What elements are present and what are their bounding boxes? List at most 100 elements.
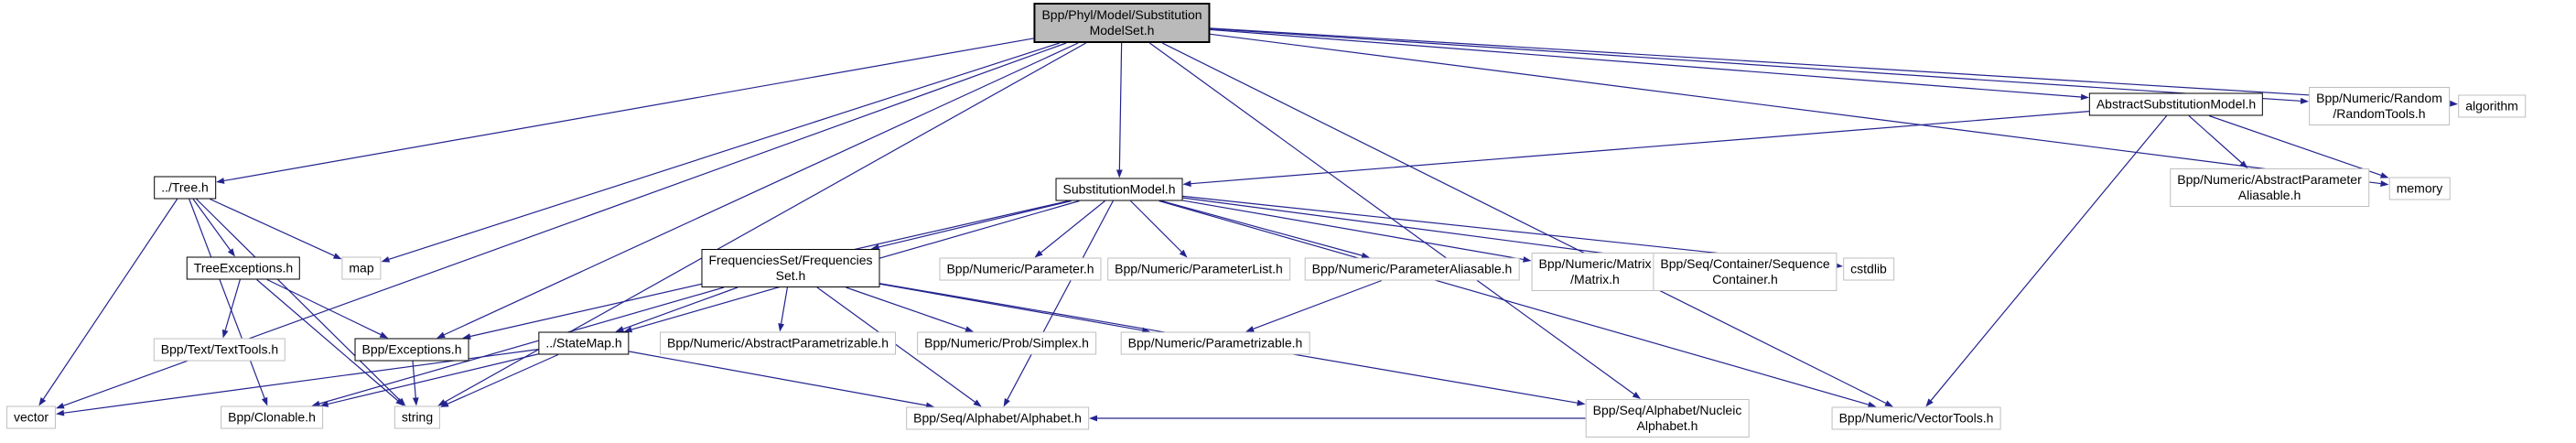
arrowhead-modelset-to-tree	[216, 178, 225, 184]
arrowhead-statemap-to-clonable	[319, 401, 329, 407]
edge-parameteraliasable-to-parametrizable	[1253, 279, 1383, 330]
edge-tree-to-vector	[42, 199, 178, 400]
edge-abstractsubstitutionmodel-to-substitutionmodel	[1191, 111, 2090, 185]
edge-substitutionmodel-to-parameter	[1040, 200, 1105, 254]
arrowhead-substitutionmodel-to-parameteraliasable	[1361, 252, 1371, 259]
arrowhead-substitutionmodel-to-parameterlist	[1179, 249, 1188, 258]
arrowhead-freqset-to-alphabet	[973, 399, 982, 407]
node-alphabet: Bpp/Seq/Alphabet/Alphabet.h	[906, 406, 1089, 430]
arrowhead-substitutionmodel-to-parameter	[1034, 250, 1043, 258]
node-abstractparamaliasable: Bpp/Numeric/AbstractParameter Aliasable.…	[2170, 168, 2369, 207]
arrowhead-substitutionmodel-to-matrix	[1523, 256, 1532, 263]
arrowhead-treeexceptions-to-string	[395, 398, 404, 406]
node-substitutionmodel[interactable]: SubstitutionModel.h	[1055, 178, 1183, 201]
arrowhead-substitutionmodel-to-vectortools	[1867, 401, 1877, 408]
arrowhead-tree-to-clonable	[261, 396, 268, 406]
node-parameterlist: Bpp/Numeric/ParameterList.h	[1107, 257, 1290, 281]
node-matrix: Bpp/Numeric/Matrix /Matrix.h	[1531, 253, 1659, 291]
edge-tree-to-clonable	[189, 199, 265, 399]
edge-tree-to-treeexceptions	[192, 199, 232, 251]
node-vectortools: Bpp/Numeric/VectorTools.h	[1831, 406, 2001, 430]
node-exceptions[interactable]: Bpp/Exceptions.h	[354, 338, 469, 362]
node-abstractsubstitutionmodel[interactable]: AbstractSubstitutionModel.h	[2088, 92, 2264, 116]
edge-freqset-to-alphabet	[816, 286, 975, 403]
arrowhead-modelset-to-map	[381, 256, 391, 263]
edge-substitutionmodel-to-freqset	[878, 200, 1072, 248]
edge-modelset-to-exceptions	[444, 42, 1079, 336]
arrowhead-abstractsubstitutionmodel-to-vectortools	[1925, 398, 1934, 407]
node-texttools: Bpp/Text/TextTools.h	[153, 338, 286, 362]
edge-statemap-to-alphabet	[629, 351, 927, 406]
arrowhead-statemap-to-vector	[56, 409, 65, 416]
node-cstdlib: cstdlib	[1843, 257, 1894, 281]
node-simplex: Bpp/Numeric/Prob/Simplex.h	[917, 331, 1096, 355]
arrowhead-modelset-to-substitutionmodel	[1116, 169, 1123, 178]
arrowhead-tree-to-treeexceptions	[227, 248, 235, 257]
arrowhead-modelset-to-memory	[2380, 180, 2389, 187]
node-randomtools: Bpp/Numeric/Random /RandomTools.h	[2309, 87, 2450, 125]
arrowhead-abstractsubstitutionmodel-to-abstractparamaliasable	[2239, 160, 2248, 168]
node-parameteraliasable: Bpp/Numeric/ParameterAliasable.h	[1304, 257, 1520, 281]
edge-tree-to-map	[210, 198, 335, 257]
arrowhead-modelset-to-vector	[56, 402, 65, 409]
arrowhead-substitutionmodel-to-statemap	[623, 326, 633, 333]
edge-modelset-to-randomtools	[1210, 27, 2301, 102]
edge-modelset-to-algorithm	[1210, 27, 2451, 104]
node-map: map	[341, 256, 382, 280]
edge-substitutionmodel-to-seqcontainer	[1182, 197, 1645, 260]
node-tree[interactable]: ../Tree.h	[154, 176, 216, 200]
arrowhead-freqset-to-abstractparametrizable	[778, 323, 785, 332]
arrowhead-substitutionmodel-to-freqset	[870, 243, 880, 251]
node-freqset[interactable]: FrequenciesSet/Frequencies Set.h	[701, 249, 880, 287]
node-statemap[interactable]: ../StateMap.h	[538, 331, 630, 355]
arrowhead-freqset-to-simplex	[965, 326, 975, 332]
arrowhead-freqset-to-nucleicalphabet	[1577, 399, 1586, 406]
arrowhead-freqset-to-statemap	[615, 326, 625, 332]
edge-abstractsubstitutionmodel-to-vectortools	[1930, 115, 2168, 401]
node-treeexceptions[interactable]: TreeExceptions.h	[186, 256, 301, 280]
arrowhead-modelset-to-randomtools	[2300, 97, 2309, 104]
arrowhead-freqset-to-clonable	[311, 400, 321, 407]
node-algorithm: algorithm	[2458, 94, 2526, 118]
arrowhead-parameteraliasable-to-parametrizable	[1245, 326, 1255, 332]
node-memory: memory	[2388, 177, 2451, 200]
edge-freqset-to-abstractparametrizable	[781, 286, 789, 324]
edge-statemap-to-string	[447, 353, 559, 405]
edge-freqset-to-statemap	[622, 286, 738, 330]
edge-exceptions-to-string	[412, 361, 416, 398]
edge-modelset-to-substitutionmodel	[1118, 42, 1123, 170]
edge-freqset-to-clonable	[318, 286, 725, 405]
edge-modelset-to-memory	[1210, 33, 2381, 185]
arrowhead-treeexceptions-to-exceptions	[379, 331, 389, 339]
edge-treeexceptions-to-texttools	[224, 279, 241, 331]
arrowhead-modelset-to-abstractsubstitutionmodel	[2080, 93, 2089, 101]
edge-substitutionmodel-to-alphabet	[1007, 200, 1114, 400]
edge-modelset-to-vectortools	[1161, 42, 1887, 405]
arrowhead-tree-to-map	[332, 253, 342, 260]
node-clonable: Bpp/Clonable.h	[221, 405, 323, 429]
arrowhead-statemap-to-string	[440, 401, 449, 407]
arrowhead-tree-to-vector	[38, 397, 47, 406]
arrowhead-treeexceptions-to-texttools	[221, 329, 229, 339]
node-seqcontainer: Bpp/Seq/Container/Sequence Container.h	[1653, 253, 1838, 291]
node-abstractparametrizable: Bpp/Numeric/AbstractParametrizable.h	[660, 331, 896, 355]
arrowhead-substitutionmodel-to-exceptions	[462, 333, 471, 340]
edge-freqset-to-parametrizable	[879, 283, 1143, 331]
arrowhead-modelset-to-exceptions	[437, 331, 446, 339]
arrowhead-modelset-to-algorithm	[2449, 100, 2458, 107]
edge-modelset-to-map	[388, 42, 1060, 260]
edge-substitutionmodel-to-parameteraliasable	[1160, 200, 1363, 256]
edge-treeexceptions-to-string	[256, 279, 398, 402]
arrowhead-substitutionmodel-to-alphabet	[1003, 397, 1010, 407]
edge-substitutionmodel-to-matrix	[1182, 200, 1524, 261]
arrowhead-nucleicalphabet-to-alphabet	[1089, 415, 1097, 422]
edge-treeexceptions-to-exceptions	[266, 278, 382, 336]
node-modelset: Bpp/Phyl/Model/Substitution ModelSet.h	[1033, 3, 1211, 43]
edge-substitutionmodel-to-parameterlist	[1130, 200, 1182, 253]
node-parametrizable: Bpp/Numeric/Parametrizable.h	[1120, 331, 1310, 355]
arrowhead-modelset-to-vectortools	[1884, 400, 1893, 407]
edge-modelset-to-abstractsubstitutionmodel	[1210, 28, 2082, 98]
arrowhead-abstractsubstitutionmodel-to-memory	[2379, 172, 2389, 178]
